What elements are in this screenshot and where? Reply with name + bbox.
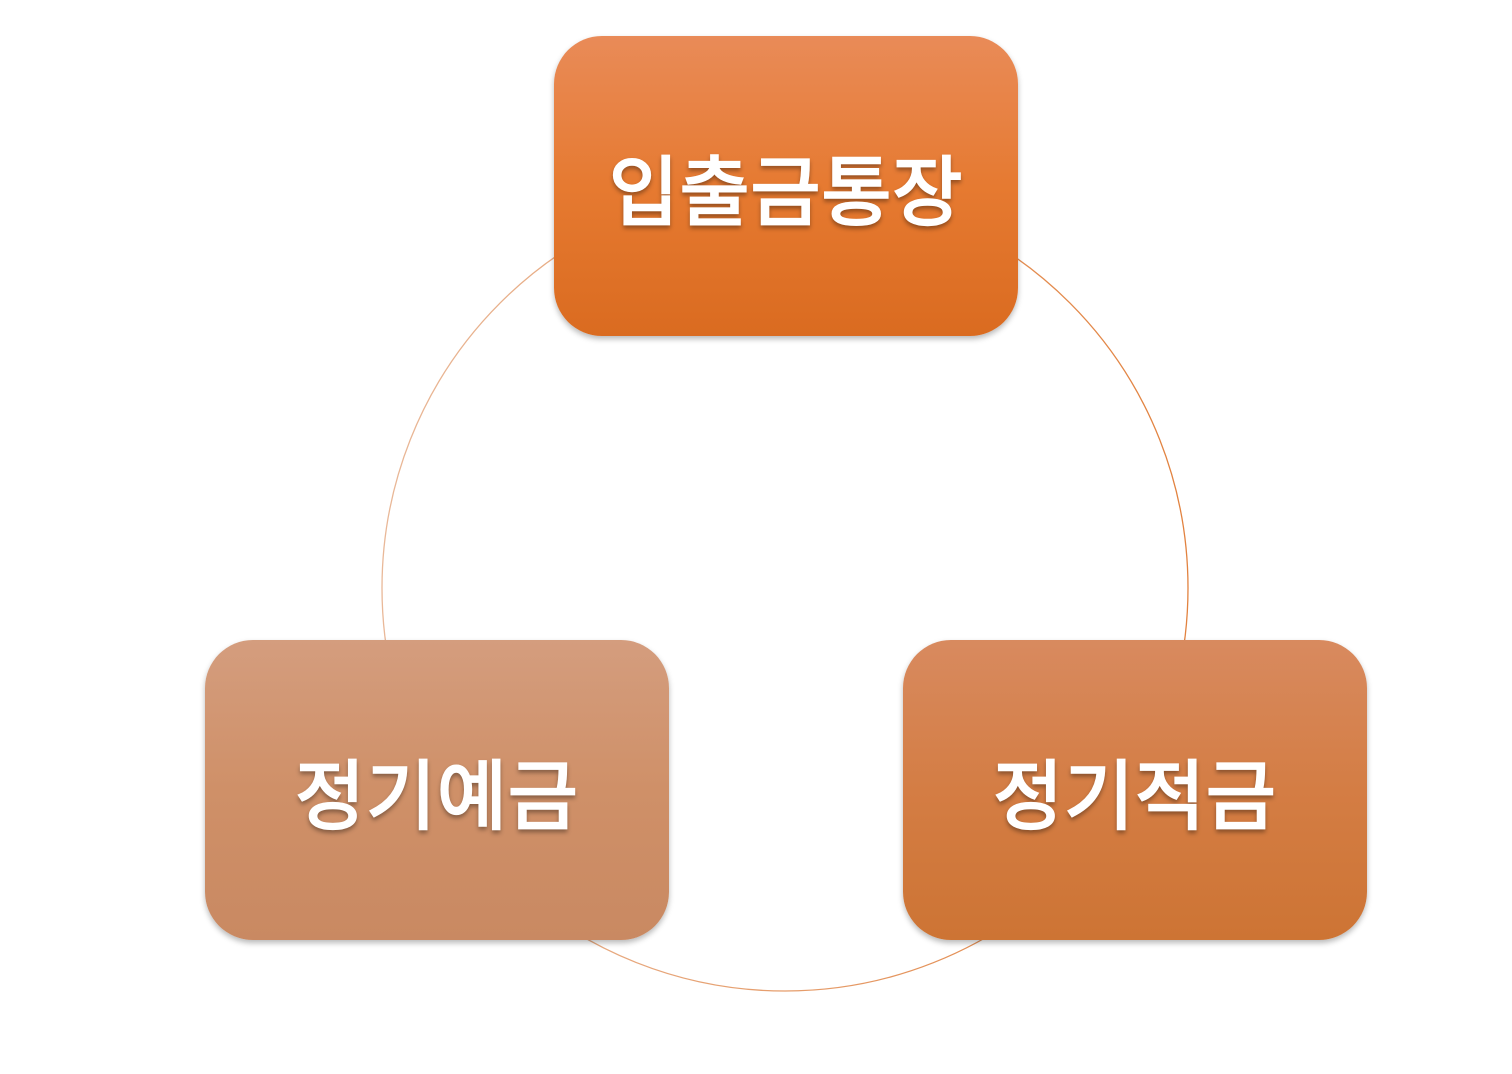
node-installment-savings-label: 정기적금	[993, 752, 1277, 841]
node-checking-account-label: 입출금통장	[608, 148, 964, 237]
node-installment-savings: 정기적금	[903, 640, 1367, 940]
node-time-deposit-label: 정기예금	[295, 752, 579, 841]
node-time-deposit: 정기예금	[205, 640, 669, 940]
node-checking-account: 입출금통장	[554, 36, 1018, 336]
